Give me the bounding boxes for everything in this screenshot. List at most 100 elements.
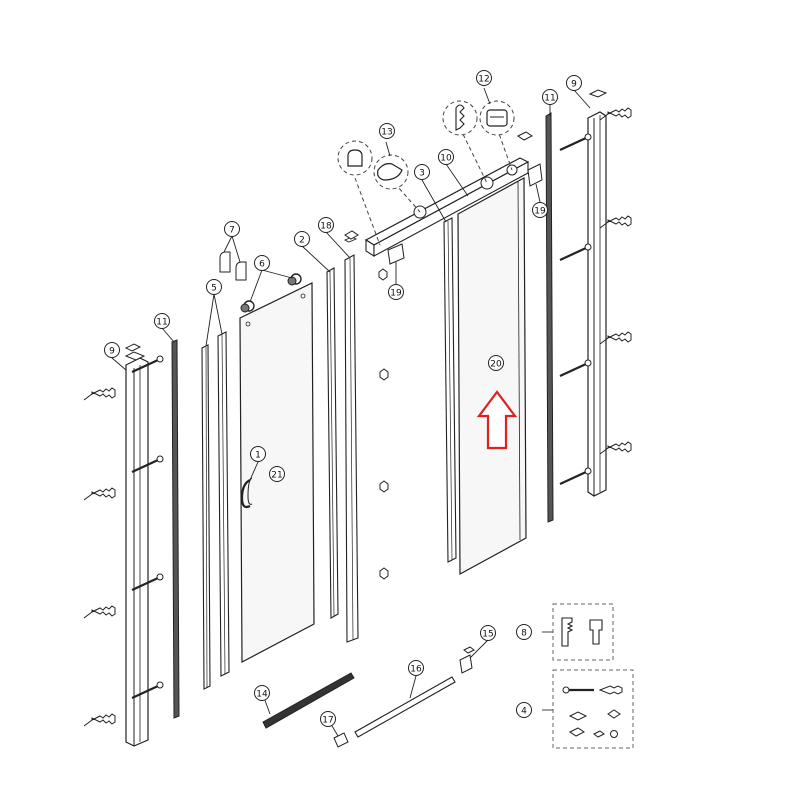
callout-part-10-10: 10 xyxy=(438,149,454,165)
callout-part-11-12: 11 xyxy=(542,89,558,105)
callout-circle xyxy=(516,702,532,718)
callout-part-14-15: 14 xyxy=(254,685,270,701)
callout-number: 1 xyxy=(255,451,261,461)
bracket-19-top xyxy=(387,243,405,265)
callout-part-6-5: 6 xyxy=(254,255,270,271)
callout-circle xyxy=(532,202,548,218)
connectors-15 xyxy=(459,646,475,674)
callout-number: 9 xyxy=(571,80,577,90)
callout-part-9-9: 9 xyxy=(566,75,582,91)
fixed-profile-3 xyxy=(443,217,457,563)
callout-part-11-11: 11 xyxy=(154,313,170,329)
callout-number: 15 xyxy=(482,630,493,640)
callout-circle xyxy=(542,89,558,105)
callout-number: 16 xyxy=(410,665,422,675)
callout-circle xyxy=(294,231,310,247)
callout-number: 6 xyxy=(259,260,265,270)
door-profile-2 xyxy=(326,267,339,619)
door-profiles-5 xyxy=(201,331,230,690)
callout-part-9-8: 9 xyxy=(104,342,120,358)
left-seal-strip xyxy=(171,339,180,719)
fixed-glass-20 xyxy=(457,176,527,576)
callout-circle xyxy=(250,446,266,462)
callout-number: 2 xyxy=(299,236,305,246)
callout-part-7-6: 7 xyxy=(224,221,240,237)
callout-number: 11 xyxy=(544,94,555,104)
callout-number: 18 xyxy=(320,222,332,232)
callout-part-17-18: 17 xyxy=(320,711,336,727)
callout-circle xyxy=(488,355,504,371)
callout-circle xyxy=(154,313,170,329)
callout-circle xyxy=(414,164,430,180)
detail-circle-12b xyxy=(479,100,515,136)
left-anchors xyxy=(83,354,165,727)
fixed-profile-18 xyxy=(343,236,359,643)
callout-circle xyxy=(224,221,240,237)
callout-part-13-14: 13 xyxy=(379,123,395,139)
callout-circle xyxy=(388,284,404,300)
callout-circle xyxy=(320,711,336,727)
callout-number: 5 xyxy=(211,284,217,294)
callout-number: 8 xyxy=(521,629,527,639)
right-seal-strip xyxy=(545,112,554,523)
callout-number: 10 xyxy=(440,154,452,164)
detail-circle-13b xyxy=(373,154,409,190)
callout-number: 17 xyxy=(322,716,333,726)
right-wall-profile xyxy=(587,89,608,497)
callout-number: 20 xyxy=(490,360,502,370)
detail-box-8 xyxy=(542,603,614,661)
callout-circle xyxy=(379,123,395,139)
callout-part-16-17: 16 xyxy=(408,660,424,676)
mounting-knobs xyxy=(378,268,389,580)
callout-circle xyxy=(104,342,120,358)
callout-circle xyxy=(480,625,496,641)
callout-circle xyxy=(438,149,454,165)
bottom-seal-14 xyxy=(262,672,355,729)
rollers-6 xyxy=(240,273,302,313)
direction-arrow xyxy=(476,390,518,450)
bottom-seal-16 xyxy=(354,676,456,738)
detail-circle-12a xyxy=(442,100,478,136)
callout-part-18-19: 18 xyxy=(318,217,334,233)
end-cap-17 xyxy=(333,732,349,748)
detail-box-4 xyxy=(542,669,634,749)
callout-circle xyxy=(269,466,285,482)
callout-part-21-23: 21 xyxy=(269,466,285,482)
bracket-19-right xyxy=(527,163,543,187)
callout-number: 3 xyxy=(419,169,425,179)
detail-circle-13a xyxy=(337,140,373,176)
callout-number: 19 xyxy=(390,289,402,299)
callout-circle xyxy=(254,255,270,271)
callout-part-20-22: 20 xyxy=(488,355,504,371)
callout-number: 9 xyxy=(109,347,115,357)
callout-part-5-4: 5 xyxy=(206,279,222,295)
callout-number: 21 xyxy=(271,471,282,481)
left-wall-profile xyxy=(124,343,149,747)
callout-part-12-13: 12 xyxy=(476,70,492,86)
callout-circle xyxy=(254,685,270,701)
callout-circle xyxy=(318,217,334,233)
callout-circle xyxy=(516,624,532,640)
callout-part-15-16: 15 xyxy=(480,625,496,641)
callout-number: 7 xyxy=(229,226,235,236)
callout-number: 4 xyxy=(521,707,527,717)
callout-part-19-21: 19 xyxy=(532,202,548,218)
hinge-caps-7 xyxy=(219,251,247,281)
callout-part-4-3: 4 xyxy=(516,702,532,718)
callout-circle xyxy=(566,75,582,91)
callout-number: 14 xyxy=(256,690,268,700)
callout-part-8-7: 8 xyxy=(516,624,532,640)
callout-part-1-0: 1 xyxy=(250,446,266,462)
callout-number: 12 xyxy=(478,75,489,85)
callout-part-19-20: 19 xyxy=(388,284,404,300)
callout-number: 11 xyxy=(156,318,167,328)
callout-circle xyxy=(408,660,424,676)
callout-part-3-2: 3 xyxy=(414,164,430,180)
callout-number: 19 xyxy=(534,207,546,217)
callout-number: 13 xyxy=(381,128,392,138)
callout-circle xyxy=(476,70,492,86)
top-rail-10 xyxy=(364,157,530,257)
